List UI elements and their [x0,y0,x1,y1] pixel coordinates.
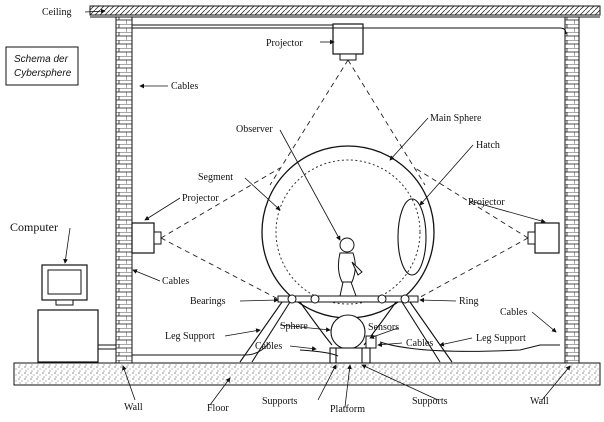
label-main-sphere: Main Sphere [430,113,482,124]
projector-top [332,23,364,61]
label-computer: Computer [10,220,58,234]
right-wall [564,16,580,364]
label-leg-support-right: Leg Support [476,333,526,344]
title-line-2: Cybersphere [14,68,72,79]
ring-and-bearings [277,294,419,304]
computer [37,264,99,363]
ceiling-structure [89,5,601,18]
projection-beams [160,59,529,301]
label-supports-left: Supports [262,396,298,407]
label-cables-bottom-right: Cables [406,338,433,349]
main-sphere [261,145,435,319]
label-cables-bottom-left: Cables [255,341,282,352]
label-sensors: Sensors [368,322,399,333]
floor-slab [13,362,601,386]
label-cables-left: Cables [162,276,189,287]
label-projector-top: Projector [266,38,303,49]
platform [329,347,371,364]
label-supports-right: Supports [412,396,448,407]
projector-left [131,222,162,254]
label-segment: Segment [198,172,233,183]
hatch [397,198,427,276]
label-floor: Floor [207,403,229,414]
left-wall [115,16,133,364]
label-projector-left: Projector [182,193,219,204]
projector-right [527,222,560,254]
label-cables-top: Cables [171,81,198,92]
leader-lines [63,8,571,408]
observer-figure [337,237,363,297]
label-ceiling: Ceiling [42,7,71,18]
label-hatch: Hatch [476,140,500,151]
label-wall-left: Wall [124,402,143,413]
label-sphere: Sphere [280,321,308,332]
title-box: Schema der Cybersphere [5,46,79,86]
label-platform: Platform [330,404,365,415]
label-leg-support-left: Leg Support [165,331,215,342]
label-bearings: Bearings [190,296,226,307]
label-ring: Ring [459,296,478,307]
label-projector-right: Projector [468,197,505,208]
label-observer: Observer [236,124,273,135]
label-wall-right: Wall [530,396,549,407]
label-cables-right: Cables [500,307,527,318]
cables [98,24,567,357]
title-line-1: Schema der [14,54,69,65]
